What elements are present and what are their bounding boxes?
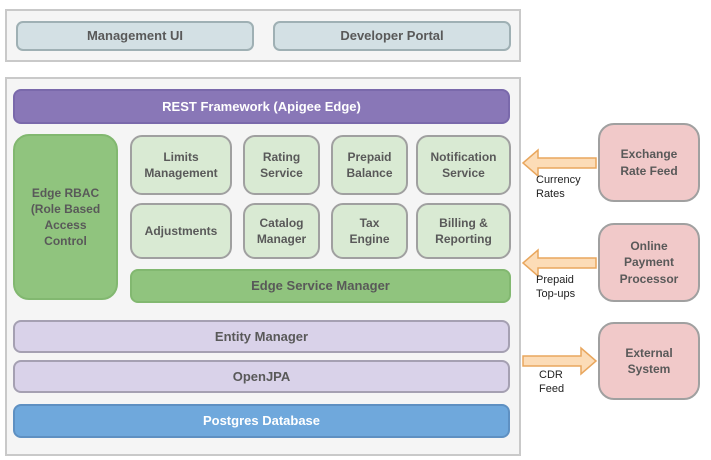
service-box-prepaid-balance: Prepaid Balance xyxy=(331,135,408,195)
service-box-rating-service: Rating Service xyxy=(243,135,320,195)
edge-service-manager-bar: Edge Service Manager xyxy=(130,269,511,303)
ui-layer-container: Management UI Developer Portal xyxy=(5,9,521,62)
cdr-feed-arrow-label: CDR Feed xyxy=(539,369,565,396)
currency-rates-arrow-label: Currency Rates xyxy=(536,174,581,201)
currency-rates-left-arrow-icon xyxy=(521,148,597,178)
cdr-feed-right-arrow-icon xyxy=(522,346,598,376)
rest-framework-header: REST Framework (Apigee Edge) xyxy=(13,89,510,124)
postgres-database-bar: Postgres Database xyxy=(13,404,510,438)
external-system-box: External System xyxy=(598,322,700,400)
prepaid-topups-left-arrow-icon xyxy=(521,248,597,278)
service-box-adjustments: Adjustments xyxy=(130,203,232,259)
entity-manager-bar: Entity Manager xyxy=(13,320,510,353)
service-box-billing-reporting: Billing & Reporting xyxy=(416,203,511,259)
exchange-rate-feed-box: Exchange Rate Feed xyxy=(598,123,700,202)
service-box-tax-engine: Tax Engine xyxy=(331,203,408,259)
online-payment-processor-box: Online Payment Processor xyxy=(598,223,700,302)
management-ui-box: Management UI xyxy=(16,21,254,51)
service-box-catalog-manager: Catalog Manager xyxy=(243,203,320,259)
service-box-notification-service: Notification Service xyxy=(416,135,511,195)
edge-stack-container: REST Framework (Apigee Edge) Edge RBAC (… xyxy=(5,77,521,456)
service-box-limits-management: Limits Management xyxy=(130,135,232,195)
openjpa-bar: OpenJPA xyxy=(13,360,510,393)
developer-portal-box: Developer Portal xyxy=(273,21,511,51)
prepaid-topups-arrow-label: Prepaid Top-ups xyxy=(536,274,576,301)
edge-rbac-box: Edge RBAC (Role Based Access Control xyxy=(13,134,118,300)
